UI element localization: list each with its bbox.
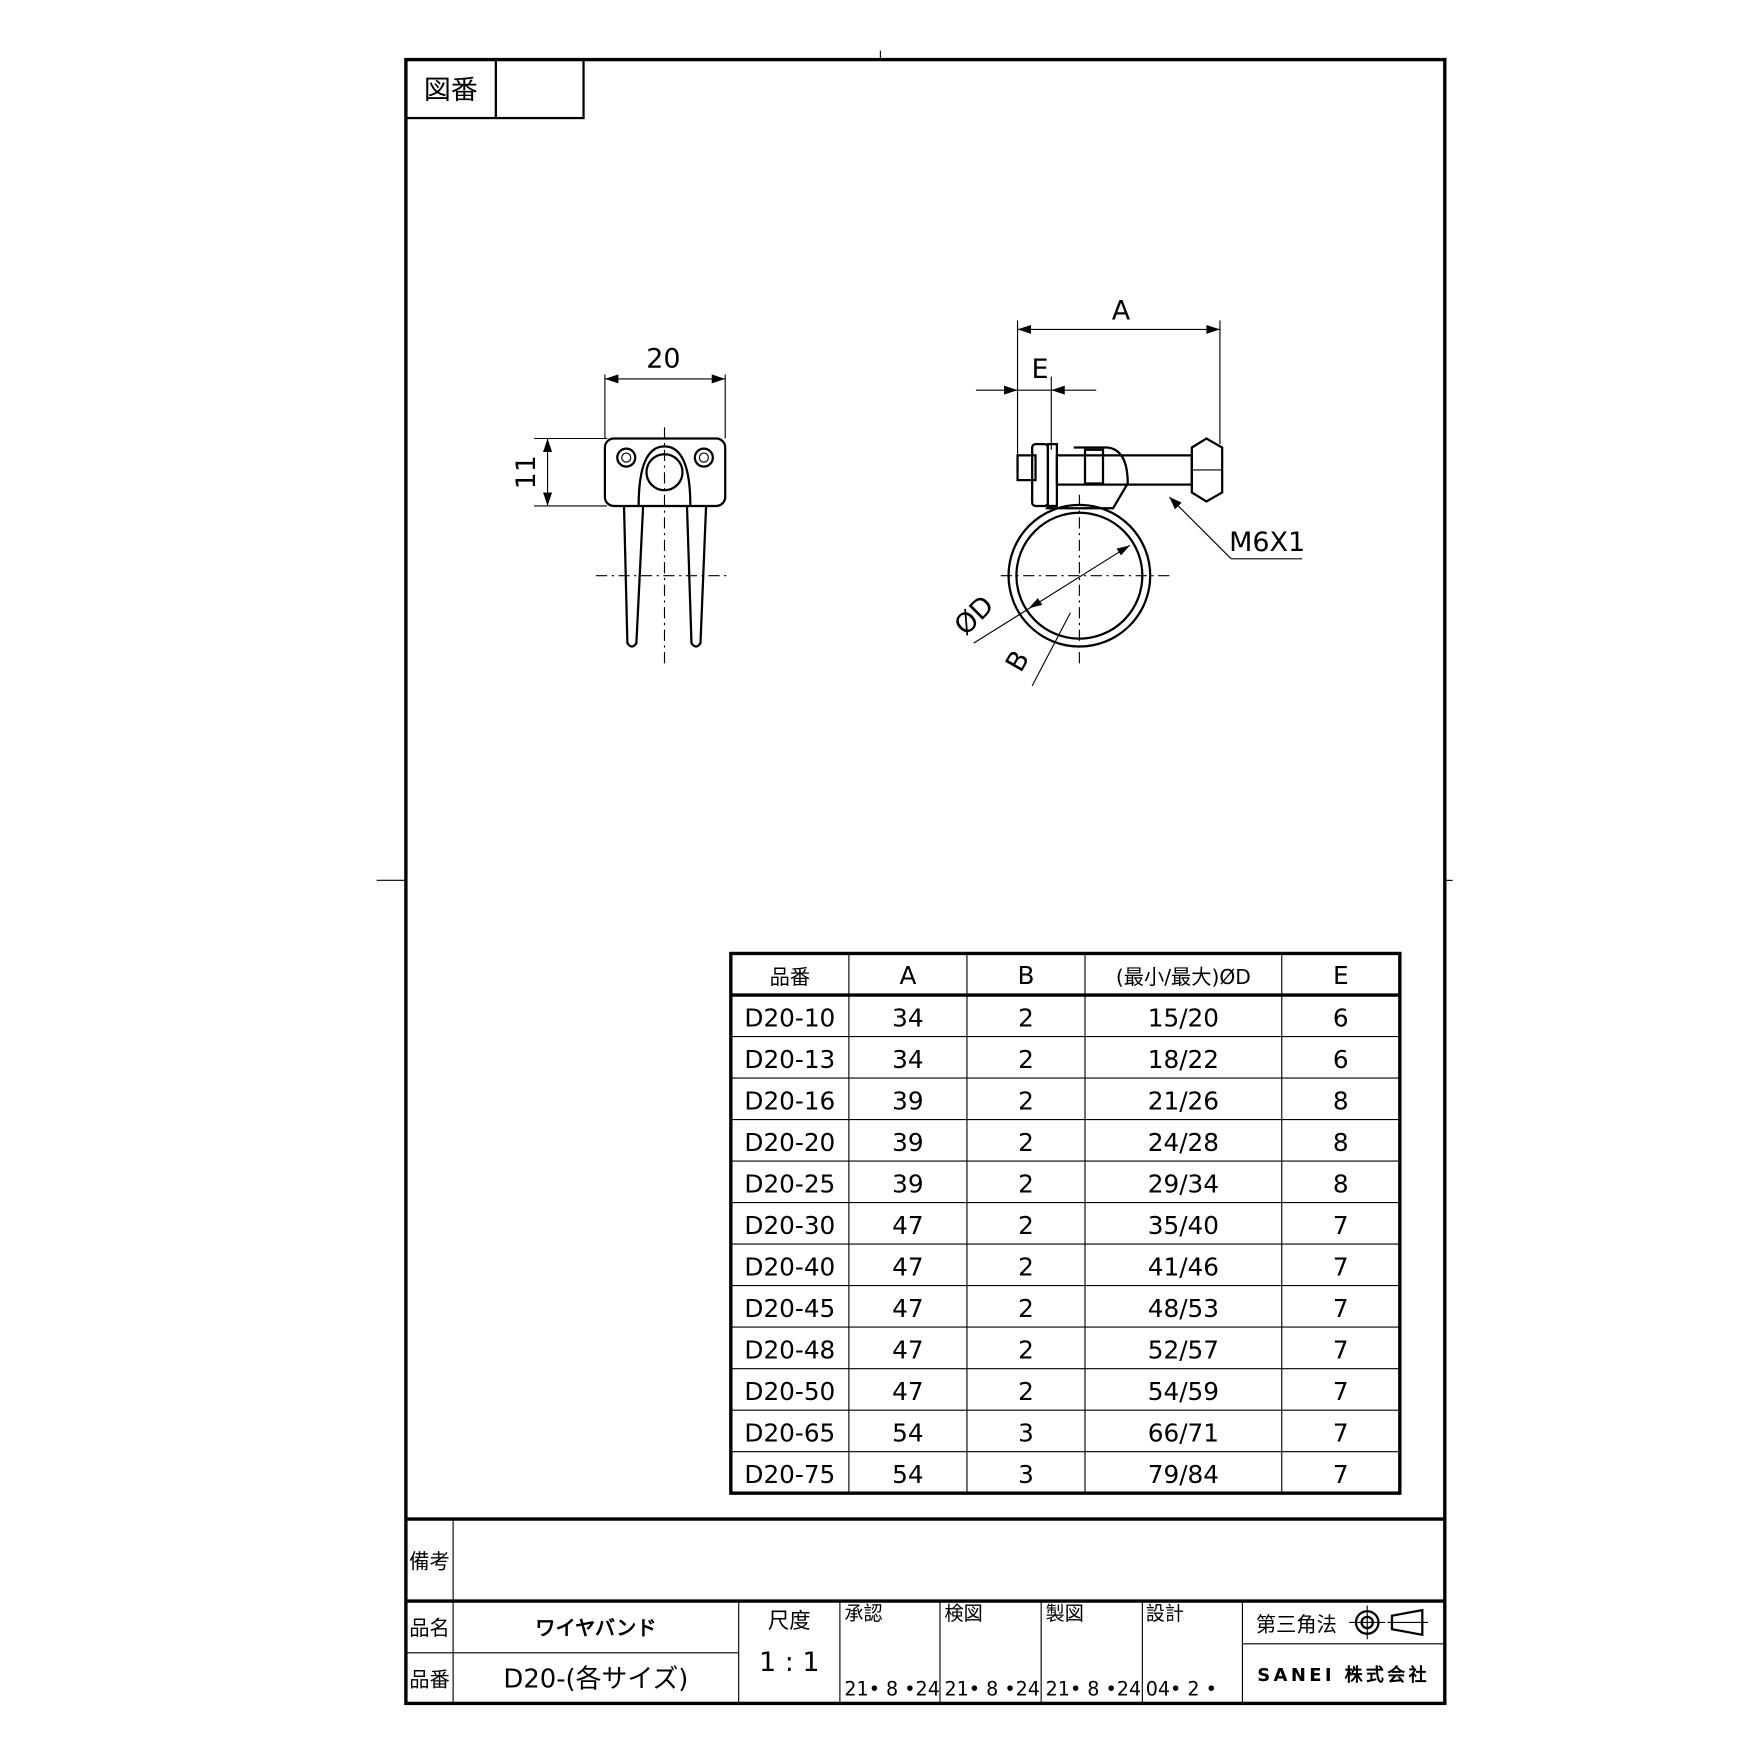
table-cell: 18/22 — [1148, 1045, 1219, 1074]
table-cell: 2 — [1018, 1294, 1034, 1323]
drawn-date: 21• 8 •24 — [1046, 1678, 1141, 1701]
table-cell: D20-25 — [744, 1170, 835, 1199]
height-dimension: 11 — [511, 455, 542, 489]
company-name: SANEI 株式会社 — [1257, 1664, 1430, 1686]
drawn-label: 製図 — [1046, 1602, 1084, 1625]
dimension-a: A — [1112, 295, 1131, 326]
table-cell: 8 — [1333, 1170, 1349, 1199]
table-cell: 2 — [1018, 1087, 1034, 1116]
table-cell: 21/26 — [1148, 1087, 1219, 1116]
table-cell: 47 — [892, 1294, 923, 1323]
dimension-diameter-d: ØD — [949, 590, 1001, 642]
title-block: 備考 品名 ワイヤバンド 品番 D20-(各サイズ) 尺度 1 : 1 承認 2… — [405, 1517, 1445, 1704]
third-angle-projection-icon — [1349, 1605, 1428, 1640]
approved-label: 承認 — [844, 1602, 882, 1625]
front-view: 20 11 — [511, 344, 731, 664]
table-cell: 15/20 — [1148, 1004, 1219, 1033]
table-cell: D20-16 — [744, 1087, 835, 1116]
table-cell: 24/28 — [1148, 1128, 1219, 1157]
table-cell: D20-30 — [744, 1211, 835, 1240]
name-label: 品名 — [409, 1616, 449, 1640]
table-cell: D20-13 — [744, 1045, 835, 1074]
checked-label: 検図 — [944, 1602, 982, 1625]
table-cell: 54 — [892, 1419, 923, 1448]
table-cell: 52/57 — [1148, 1336, 1219, 1365]
table-cell: 8 — [1333, 1128, 1349, 1157]
table-cell: 7 — [1333, 1377, 1349, 1406]
table-header-cell: E — [1333, 961, 1349, 990]
table-cell: 48/53 — [1148, 1294, 1219, 1323]
table-cell: 8 — [1333, 1087, 1349, 1116]
design-label: 設計 — [1146, 1602, 1184, 1625]
table-cell: 2 — [1018, 1336, 1034, 1365]
table-header-cell: A — [899, 961, 916, 990]
dimension-b: B — [1000, 646, 1036, 678]
table-cell: 39 — [892, 1170, 923, 1199]
table-cell: 79/84 — [1148, 1460, 1219, 1489]
table-cell: 29/34 — [1148, 1170, 1219, 1199]
table-cell: 41/46 — [1148, 1253, 1219, 1282]
table-cell: 7 — [1333, 1460, 1349, 1489]
table-cell: 2 — [1018, 1211, 1034, 1240]
table-cell: 7 — [1333, 1211, 1349, 1240]
table-cell: 6 — [1333, 1045, 1349, 1074]
table-header-cell: 品番 — [770, 965, 810, 989]
table-cell: 47 — [892, 1211, 923, 1240]
table-header-cell: B — [1017, 961, 1034, 990]
table-cell: 2 — [1018, 1253, 1034, 1282]
table-cell: D20-48 — [744, 1336, 835, 1365]
remarks-label: 備考 — [409, 1549, 449, 1573]
table-cell: 66/71 — [1148, 1419, 1219, 1448]
table-header-cell: (最小/最大)ØD — [1116, 965, 1251, 989]
checked-date: 21• 8 •24 — [944, 1678, 1039, 1701]
projection-label: 第三角法 — [1256, 1612, 1337, 1636]
table-cell: 54 — [892, 1460, 923, 1489]
table-cell: 54/59 — [1148, 1377, 1219, 1406]
table-cell: 7 — [1333, 1419, 1349, 1448]
table-cell: 2 — [1018, 1170, 1034, 1199]
width-dimension: 20 — [646, 344, 680, 375]
side-view: A E ØD B M6X1 — [949, 295, 1305, 687]
table-cell: 7 — [1333, 1336, 1349, 1365]
table-cell: 2 — [1018, 1377, 1034, 1406]
table-cell: D20-45 — [744, 1294, 835, 1323]
table-cell: D20-20 — [744, 1128, 835, 1157]
table-cell: 47 — [892, 1253, 923, 1282]
table-cell: 2 — [1018, 1045, 1034, 1074]
product-name: ワイヤバンド — [535, 1616, 656, 1640]
product-number: D20-(各サイズ) — [503, 1665, 688, 1695]
table-cell: D20-40 — [744, 1253, 835, 1282]
table-cell: 47 — [892, 1377, 923, 1406]
thread-callout: M6X1 — [1229, 527, 1305, 558]
table-cell: 39 — [892, 1128, 923, 1157]
table-cell: 35/40 — [1148, 1211, 1219, 1240]
table-cell: 3 — [1018, 1419, 1034, 1448]
drawing-number-label: 図番 — [424, 75, 478, 106]
design-date: 04• 2 • — [1146, 1678, 1217, 1701]
scale-value: 1 : 1 — [759, 1647, 820, 1678]
drawing-border — [404, 57, 1447, 1706]
table-cell: 7 — [1333, 1294, 1349, 1323]
table-cell: 34 — [892, 1004, 923, 1033]
number-label: 品番 — [409, 1668, 449, 1692]
table-cell: 6 — [1333, 1004, 1349, 1033]
dimension-e: E — [1032, 354, 1049, 385]
table-cell: 3 — [1018, 1460, 1034, 1489]
table-cell: 34 — [892, 1045, 923, 1074]
table-cell: D20-50 — [744, 1377, 835, 1406]
table-cell: D20-65 — [744, 1419, 835, 1448]
table-cell: D20-10 — [744, 1004, 835, 1033]
table-cell: D20-75 — [744, 1460, 835, 1489]
table-cell: 2 — [1018, 1004, 1034, 1033]
table-cell: 2 — [1018, 1128, 1034, 1157]
approved-date: 21• 8 •24 — [844, 1678, 939, 1701]
table-cell: 47 — [892, 1336, 923, 1365]
scale-label: 尺度 — [768, 1609, 811, 1634]
table-cell: 39 — [892, 1087, 923, 1116]
table-cell: 7 — [1333, 1253, 1349, 1282]
drawing-number-box: 図番 — [404, 58, 585, 120]
